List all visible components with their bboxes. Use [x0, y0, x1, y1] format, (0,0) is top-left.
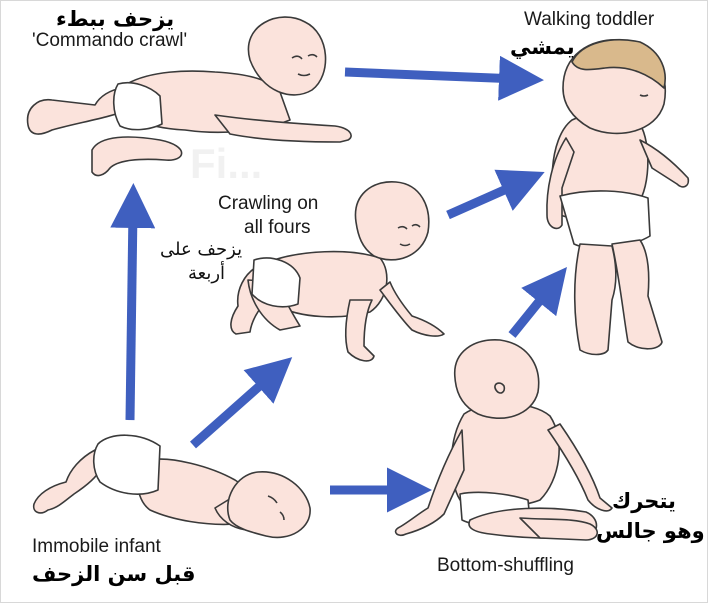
immobile-infant-arabic-label: قبل سن الزحف — [32, 562, 196, 586]
crawling-label-line1: Crawling on — [218, 193, 318, 215]
bottom-shuffling-arabic-label-line2: وهو جالس — [596, 519, 705, 543]
immobile-infant — [34, 435, 310, 537]
walking-toddler-arabic-label: يمشي — [510, 35, 575, 59]
immobile-infant-label: Immobile infant — [32, 536, 161, 558]
crawling-label-line2: all fours — [244, 217, 311, 239]
arrow-icon — [193, 375, 272, 445]
walking-toddler — [547, 40, 688, 355]
arrow-icon — [512, 288, 550, 335]
arrow-icon — [130, 210, 133, 420]
bottom-shuffling-label: Bottom-shuffling — [437, 555, 574, 577]
bottom-shuffling-arabic-label-line1: يتحرك — [612, 489, 676, 513]
walking-toddler-label: Walking toddler — [524, 9, 654, 31]
commando-crawl-label: 'Commando crawl' — [32, 30, 187, 52]
watermark: Fi... — [190, 140, 262, 188]
arrow-icon — [345, 72, 517, 79]
bottom-shuffling-baby — [396, 340, 612, 540]
arrow-icon — [448, 183, 520, 215]
crawling-arabic-label-line1: يزحف على — [160, 240, 242, 261]
crawling-arabic-label-line2: أربعة — [188, 264, 225, 285]
commando-crawl-arabic-label: يزحف ببطء — [56, 7, 174, 31]
